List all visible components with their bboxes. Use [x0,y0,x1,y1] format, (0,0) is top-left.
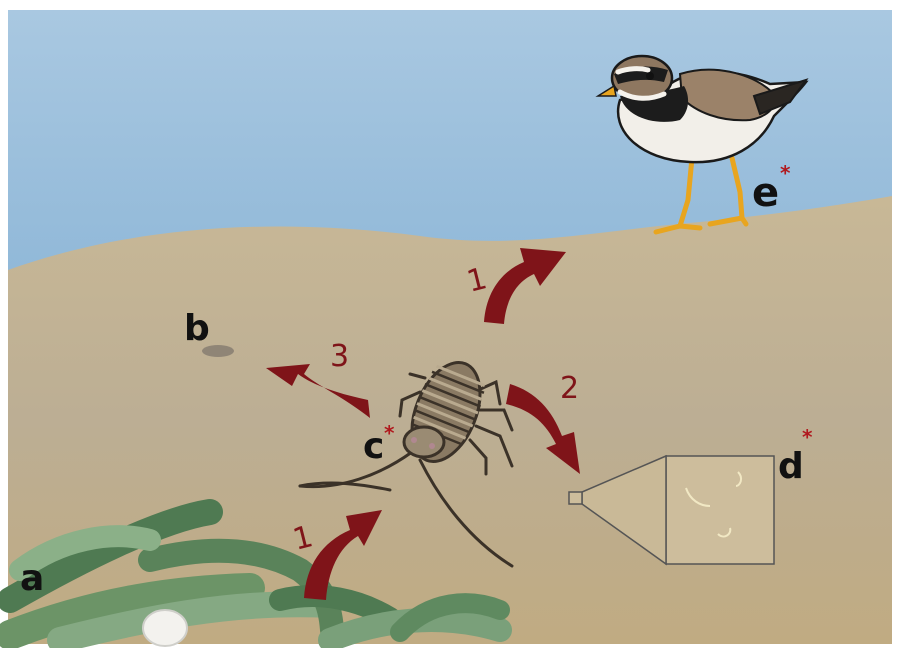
label-c-asterisk: * [384,421,395,445]
label-e-asterisk: * [780,161,791,185]
label-c: c [363,426,384,467]
shell-icon [143,610,187,646]
label-a: a [20,558,44,599]
arrow-label-2: 2 [560,371,579,406]
label-b: b [184,308,210,349]
label-e: e [752,170,779,216]
arrow-label-3: 3 [330,339,349,374]
label-d: d [778,446,804,487]
label-d-asterisk: * [802,425,813,449]
